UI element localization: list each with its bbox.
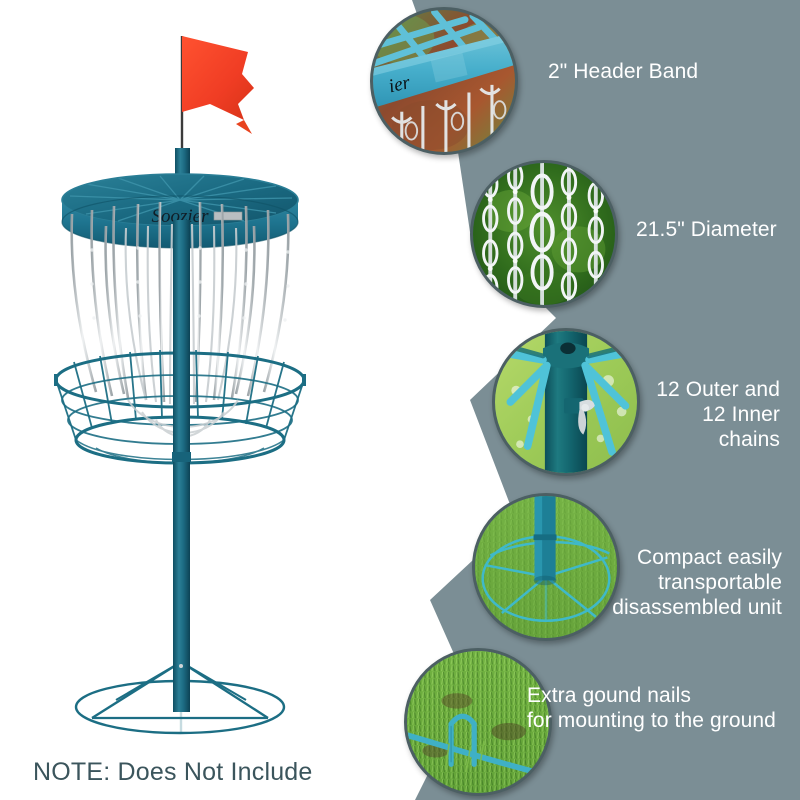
header-band-photo: ier (373, 10, 515, 152)
feature-label-chain-count: 12 Outer and 12 Inner chains (656, 378, 780, 451)
header-band-photo-circle: ier (370, 7, 518, 155)
product-image-disc-golf-basket: Soozier (54, 36, 306, 735)
base-on-grass-photo (475, 496, 617, 638)
note-text: NOTE: Does Not Include (33, 758, 313, 786)
pole-hub-photo (495, 331, 637, 473)
ground-nail-photo-circle (404, 648, 552, 796)
chains-closeup-photo-circle (470, 160, 618, 308)
base-on-grass-photo-circle (472, 493, 620, 641)
feature-label-ground-nails: Extra gound nails for mounting to the gr… (527, 684, 776, 732)
chains-closeup-photo (473, 163, 615, 305)
feature-label-diameter: 21.5" Diameter (636, 218, 777, 241)
feature-label-transportable: Compact easily transportable disassemble… (612, 546, 782, 619)
chain-link-texture (90, 246, 290, 322)
ground-nail-photo (407, 651, 549, 793)
pole-hub-photo-circle (492, 328, 640, 476)
flag-group (180, 36, 254, 150)
feature-label-header-band: 2" Header Band (548, 60, 699, 83)
top-basket-rim: Soozier (61, 173, 299, 249)
inner-chains-group (124, 223, 238, 405)
svg-text:ier: ier (387, 72, 413, 97)
brand-text: Soozier (152, 206, 210, 227)
